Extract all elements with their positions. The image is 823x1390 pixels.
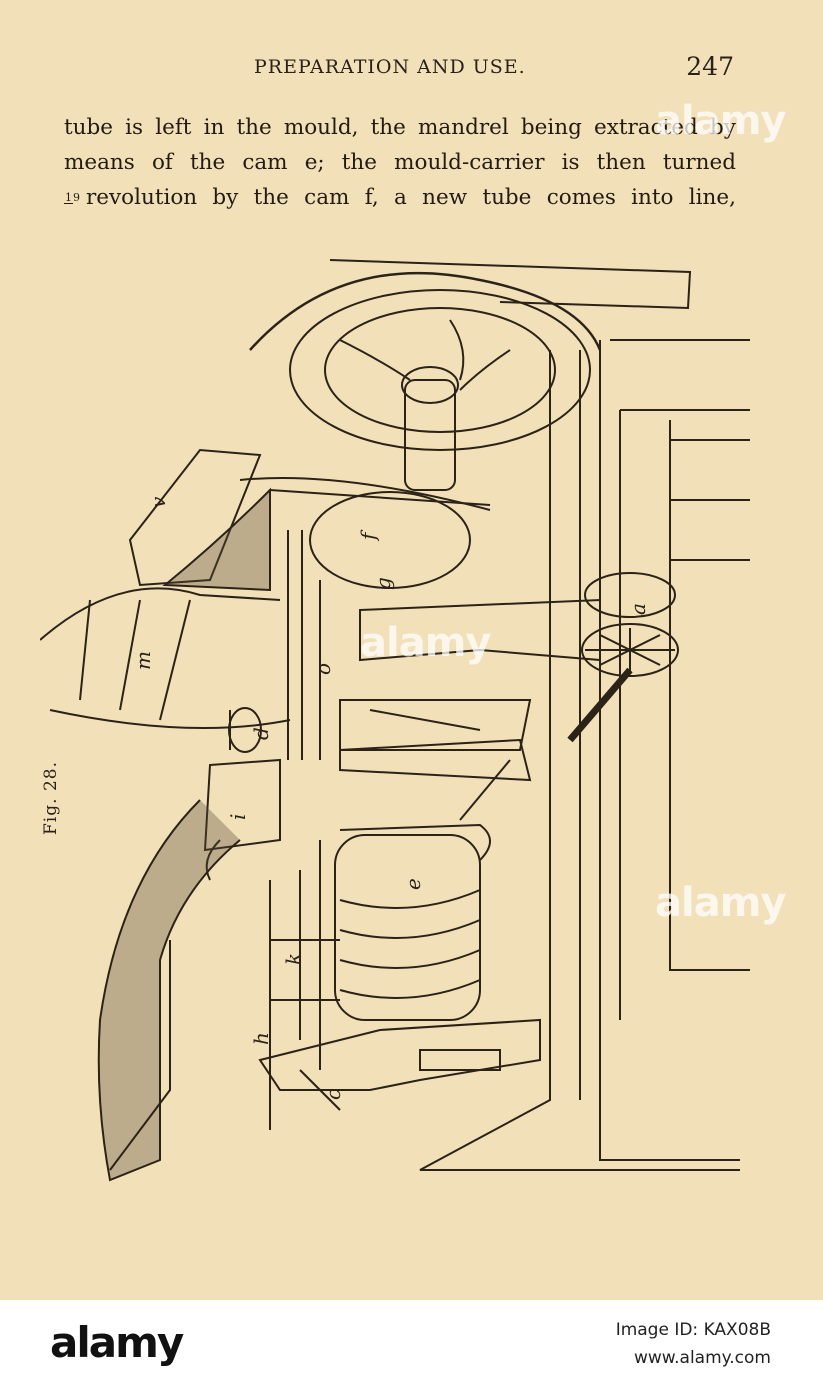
word: extracted bbox=[594, 115, 698, 140]
word: comes bbox=[546, 185, 616, 210]
label-d: d bbox=[249, 727, 273, 740]
alamy-logo: alamy bbox=[50, 1318, 184, 1367]
fraction-denominator: 9 bbox=[73, 190, 80, 204]
word: new bbox=[422, 185, 468, 210]
word: e; bbox=[304, 150, 325, 175]
word: the bbox=[189, 150, 226, 175]
word: a bbox=[394, 185, 407, 210]
label-c: c bbox=[321, 1089, 345, 1100]
word: tube bbox=[482, 185, 532, 210]
page-number: 247 bbox=[686, 52, 734, 81]
word: by bbox=[709, 115, 736, 140]
word: the bbox=[370, 115, 406, 140]
word: line, bbox=[688, 185, 736, 210]
word: cam bbox=[304, 185, 350, 210]
stock-footer: alamy Image ID: KAX08B www.alamy.com bbox=[0, 1300, 823, 1390]
label-a: a bbox=[626, 603, 650, 615]
word: by bbox=[212, 185, 239, 210]
word: means bbox=[64, 150, 135, 175]
word: the bbox=[253, 185, 289, 210]
watermark-top: alamy bbox=[655, 98, 786, 144]
fraction: 19 bbox=[64, 190, 80, 204]
label-i: i bbox=[226, 814, 250, 820]
word: cam bbox=[242, 150, 288, 175]
word: then bbox=[596, 150, 646, 175]
word: mandrel bbox=[418, 115, 509, 140]
word: the bbox=[236, 115, 272, 140]
word: revolution bbox=[86, 185, 198, 210]
word: in bbox=[203, 115, 225, 140]
label-o: o bbox=[311, 663, 335, 675]
word: left bbox=[155, 115, 192, 140]
word: the bbox=[341, 150, 377, 175]
word: turned bbox=[662, 150, 736, 175]
label-m: m bbox=[131, 651, 155, 670]
label-g: g bbox=[371, 577, 395, 590]
running-head: PREPARATION AND USE. 247 bbox=[64, 52, 736, 82]
word: into bbox=[631, 185, 674, 210]
fraction-numerator: 1 bbox=[64, 190, 73, 204]
word: mould, bbox=[283, 115, 359, 140]
label-k: k bbox=[281, 953, 305, 965]
word: is bbox=[125, 115, 144, 140]
word: of bbox=[151, 150, 173, 175]
machine-engraving: v f g a m o d i e k h c bbox=[40, 259, 750, 1182]
image-id: Image ID: KAX08B bbox=[615, 1320, 771, 1340]
label-v: v bbox=[146, 496, 170, 508]
label-h: h bbox=[249, 1032, 273, 1045]
word: is bbox=[561, 150, 580, 175]
watermark-middle: alamy bbox=[360, 620, 491, 666]
label-f: f bbox=[356, 529, 380, 542]
site-url: www.alamy.com bbox=[633, 1348, 771, 1368]
word: tube bbox=[64, 115, 113, 140]
word: mould-carrier bbox=[394, 150, 545, 175]
word: being bbox=[520, 115, 582, 140]
label-e: e bbox=[401, 878, 425, 890]
word-group: 19 revolution bbox=[64, 180, 197, 215]
word: f, bbox=[364, 185, 379, 210]
running-head-title: PREPARATION AND USE. bbox=[254, 56, 526, 78]
watermark-lower: alamy bbox=[655, 880, 786, 926]
